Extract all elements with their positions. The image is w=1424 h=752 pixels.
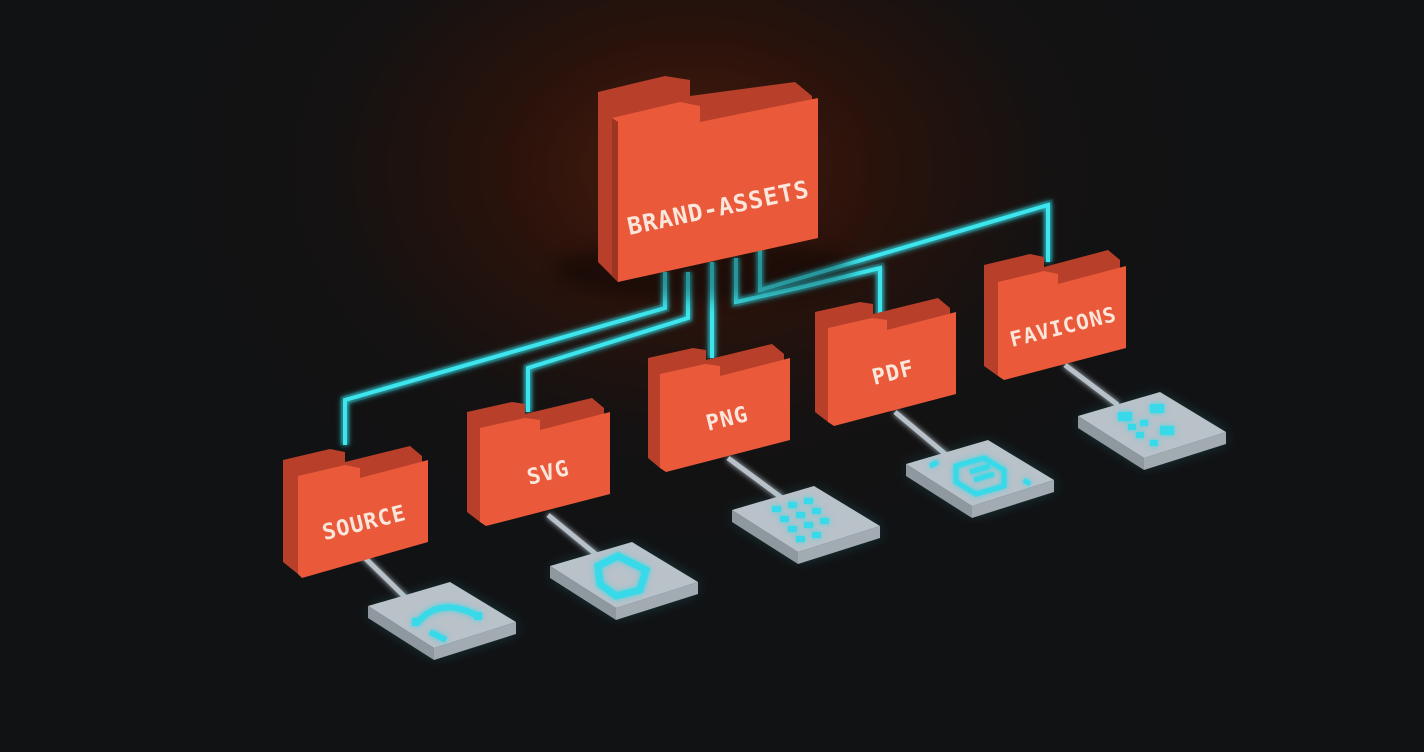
folder-svg[interactable]: SVG: [467, 398, 610, 526]
tile-png[interactable]: [732, 486, 882, 564]
stub-source: [360, 553, 410, 602]
pixel-grid-icon: [772, 498, 829, 542]
folder-source[interactable]: SOURCE: [283, 446, 428, 578]
tile-connectors: [360, 363, 1120, 602]
bezier-curve-icon: [412, 604, 482, 643]
vector-shape-icon: [594, 552, 651, 600]
folder-favicons[interactable]: FAVICONS: [984, 250, 1126, 380]
tile-source[interactable]: [368, 582, 518, 660]
stub-svg: [546, 513, 600, 558]
tile-favicons[interactable]: [1078, 392, 1228, 470]
folder-png[interactable]: PNG: [648, 344, 790, 472]
stub-pdf: [893, 410, 952, 460]
favicon-grid-icon: [1118, 404, 1174, 446]
stub-favicons: [1063, 363, 1120, 407]
folder-pdf[interactable]: PDF: [815, 298, 956, 426]
tile-svg[interactable]: [550, 542, 700, 620]
root-folder[interactable]: BRAND-ASSETS: [555, 76, 855, 300]
document-icon: [928, 455, 1032, 497]
stub-png: [726, 455, 784, 501]
tile-pdf[interactable]: [906, 440, 1056, 518]
